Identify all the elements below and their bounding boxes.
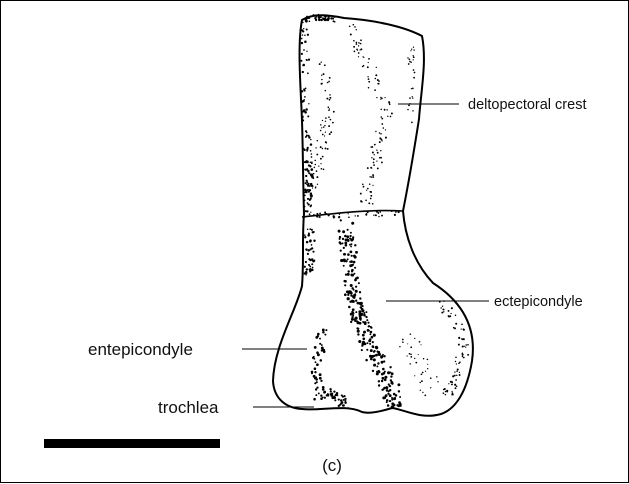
scale-bar bbox=[44, 439, 220, 448]
label-deltopectoral-crest: deltopectoral crest bbox=[468, 97, 586, 113]
label-entepicondyle: entepicondyle bbox=[88, 340, 193, 359]
label-ectepicondyle: ectepicondyle bbox=[494, 294, 583, 310]
panel-label: (c) bbox=[322, 456, 342, 475]
label-trochlea: trochlea bbox=[158, 398, 219, 417]
